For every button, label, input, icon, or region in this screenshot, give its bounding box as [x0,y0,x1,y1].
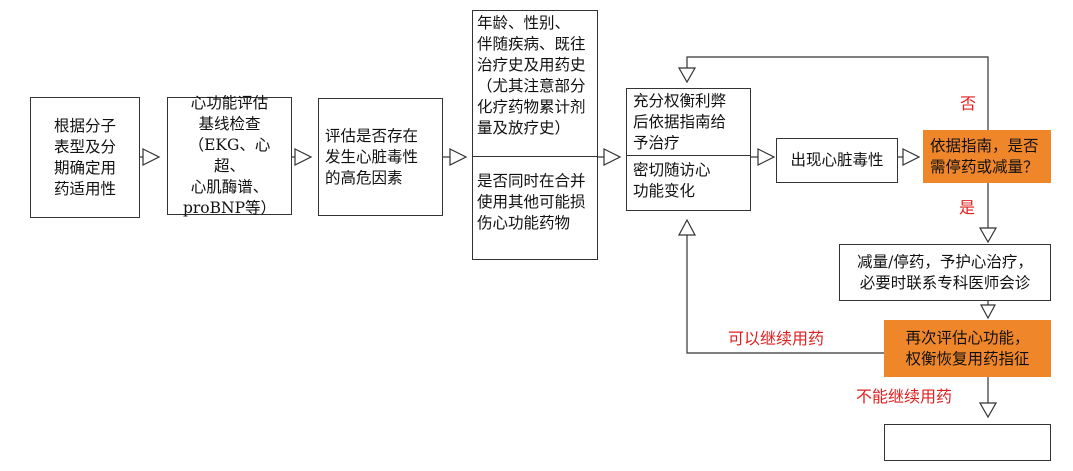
arrow-head [979,304,997,320]
arrow-head [757,148,776,166]
risk-assessment-text: 评估是否存在 发生心脏毒性 的高危因素 [325,126,419,187]
arrow-head [678,218,696,236]
connector-line [686,56,989,130]
final-empty-box [884,424,1051,461]
risk-factors-bottom: 是否同时在合并 使用其他可能损 伤心功能药物 [473,157,597,234]
arrow-head [978,227,998,244]
reduce-stop-box: 减量/停药，予护心治疗， 必要时联系专科医师会诊 [839,244,1051,301]
arrow-head [294,148,313,166]
arrow-head [449,148,468,166]
connector-line [686,235,884,354]
risk-assessment-box: 评估是否存在 发生心脏毒性 的高危因素 [318,98,443,216]
risk-factors-top-text: 年龄、性别、 伴随疾病、既往 治疗史及用药史 （尤其注意部分 化疗药物累计剂 量… [477,14,586,137]
arrow-head [902,148,921,166]
guideline-decision-text: 依据指南，是否 需停药或减量？ [930,136,1039,176]
baseline-check-box: 心功能评估 基线检查 （EKG、心超、 心肌酶谱、 proBNP等） [167,94,292,217]
label-can-continue: 可以继续用药 [728,329,825,348]
label-cannot-continue: 不能继续用药 [856,387,953,406]
reduce-stop-text: 减量/停药，予护心治疗， 必要时联系专科医师会诊 [857,252,1033,292]
treatment-bottom-text: 密切随访心 功能变化 [633,161,711,200]
label-no: 否 [960,94,977,113]
arrow-head [142,148,161,166]
arrow-head [978,402,998,419]
reassess-box: 再次评估心功能， 权衡恢复用药指征 [884,320,1051,377]
molecular-typing-text: 根据分子 表型及分 期确定用 药适用性 [53,116,116,198]
treatment-bottom: 密切随访心 功能变化 [627,156,750,206]
label-yes: 是 [959,198,976,217]
guideline-decision-box: 依据指南，是否 需停药或减量？ [923,130,1051,183]
risk-factors-box: 年龄、性别、 伴随疾病、既往 治疗史及用药史 （尤其注意部分 化疗药物累计剂 量… [472,10,598,260]
cardiotoxicity-box: 出现心脏毒性 [776,138,898,183]
arrow-head [603,148,622,166]
cardiotoxicity-text: 出现心脏毒性 [790,151,884,169]
risk-factors-bottom-text: 是否同时在合并 使用其他可能损 伤心功能药物 [477,172,586,232]
baseline-check-text: 心功能评估 基线检查 （EKG、心超、 心肌酶谱、 proBNP等） [182,94,277,217]
risk-factors-top: 年龄、性别、 伴随疾病、既往 治疗史及用药史 （尤其注意部分 化疗药物累计剂 量… [473,11,597,157]
treatment-box: 充分权衡利弊 后依据指南给 予治疗 密切随访心 功能变化 [626,88,751,211]
molecular-typing-box: 根据分子 表型及分 期确定用 药适用性 [30,97,140,218]
reassess-text: 再次评估心功能， 权衡恢复用药指征 [905,328,1030,368]
arrow-head [677,67,697,84]
treatment-top: 充分权衡利弊 后依据指南给 予治疗 [627,89,750,156]
treatment-top-text: 充分权衡利弊 后依据指南给 予治疗 [633,92,727,152]
